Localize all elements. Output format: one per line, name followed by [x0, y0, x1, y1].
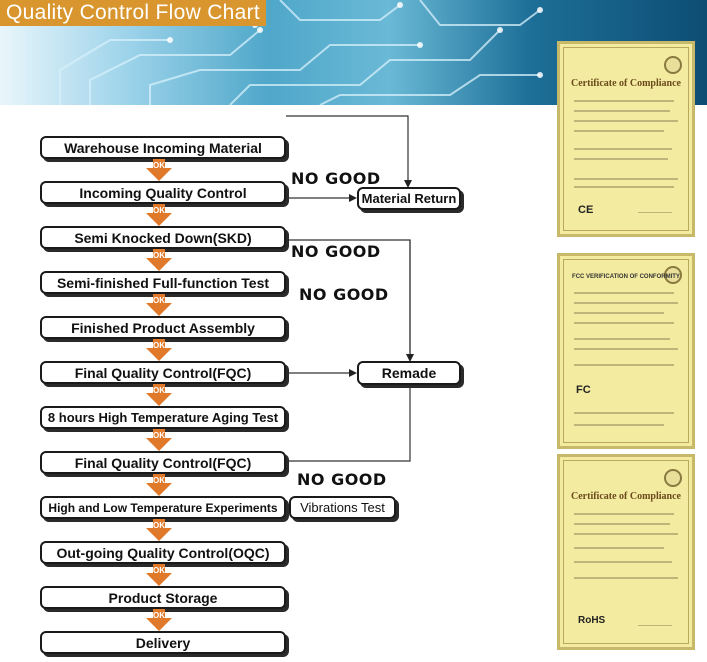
step-semi-finished-test: Semi-finished Full-function Test — [40, 271, 286, 294]
ok-arrow: OK — [146, 429, 172, 451]
certificate-rohs: Certificate of Compliance RoHS — [557, 454, 695, 650]
ok-label: OK — [153, 161, 165, 170]
ce-mark-icon: CE — [578, 204, 594, 216]
step-final-quality-control-2: Final Quality Control(FQC) — [40, 451, 286, 474]
step-finished-product-assembly: Finished Product Assembly — [40, 316, 286, 339]
ok-arrow: OK — [146, 294, 172, 316]
ok-arrow: OK — [146, 519, 172, 541]
ok-label: OK — [153, 341, 165, 350]
certificate-ce: Certificate of Compliance CE — [557, 41, 695, 237]
ok-arrow: OK — [146, 609, 172, 631]
material-return-box: Material Return — [357, 187, 461, 210]
step-incoming-quality-control: Incoming Quality Control — [40, 181, 286, 204]
ok-arrow: OK — [146, 564, 172, 586]
ok-label: OK — [153, 566, 165, 575]
certificate-title: FCC VERIFICATION OF CONFORMITY — [572, 274, 680, 280]
ok-arrow: OK — [146, 339, 172, 361]
ok-arrow: OK — [146, 249, 172, 271]
step-semi-knocked-down: Semi Knocked Down(SKD) — [40, 226, 286, 249]
ok-arrow: OK — [146, 204, 172, 226]
step-warehouse-incoming-material: Warehouse Incoming Material — [40, 136, 286, 159]
step-delivery: Delivery — [40, 631, 286, 654]
ok-label: OK — [153, 251, 165, 260]
ok-arrow: OK — [146, 159, 172, 181]
remade-box: Remade — [357, 361, 461, 385]
ok-label: OK — [153, 206, 165, 215]
ok-label: OK — [153, 521, 165, 530]
step-final-quality-control-1: Final Quality Control(FQC) — [40, 361, 286, 384]
seal-icon — [664, 469, 682, 487]
no-good-label: NO GOOD — [291, 169, 381, 188]
no-good-label: NO GOOD — [291, 242, 381, 261]
no-good-label: NO GOOD — [297, 470, 387, 489]
certificate-title: Certificate of Compliance — [571, 491, 681, 502]
certificate-title: Certificate of Compliance — [571, 78, 681, 89]
step-high-temperature-aging-test: 8 hours High Temperature Aging Test — [40, 406, 286, 429]
ok-arrow: OK — [146, 384, 172, 406]
step-high-low-temperature-experiments: High and Low Temperature Experiments — [40, 496, 286, 519]
vibrations-test-box: Vibrations Test — [289, 496, 396, 519]
page-title: Quality Control Flow Chart — [0, 0, 267, 26]
ok-label: OK — [153, 296, 165, 305]
no-good-label: NO GOOD — [299, 285, 389, 304]
step-product-storage: Product Storage — [40, 586, 286, 609]
seal-icon — [664, 56, 682, 74]
ok-label: OK — [153, 611, 165, 620]
fcc-mark-icon: FC — [576, 384, 591, 396]
ok-label: OK — [153, 431, 165, 440]
seal-icon — [664, 266, 682, 284]
ok-label: OK — [153, 386, 165, 395]
step-outgoing-quality-control: Out-going Quality Control(OQC) — [40, 541, 286, 564]
ok-label: OK — [153, 476, 165, 485]
certificate-fcc: FCC VERIFICATION OF CONFORMITY FC — [557, 253, 695, 449]
rohs-mark-icon: RoHS — [578, 615, 606, 626]
ok-arrow: OK — [146, 474, 172, 496]
